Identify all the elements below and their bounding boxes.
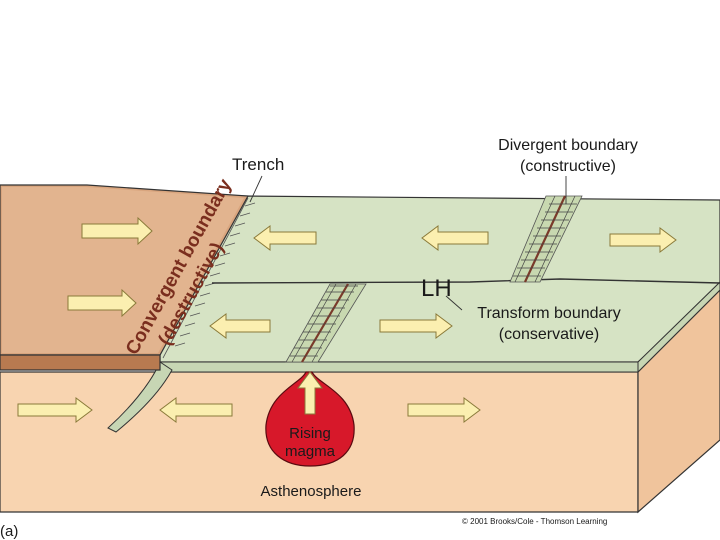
label-divergent-line1: Divergent boundary	[498, 137, 638, 154]
arrow-green-1	[253, 225, 317, 251]
arrow-brown-2	[67, 288, 137, 318]
label-magma-line2: magma	[285, 443, 336, 460]
label-lh: LH	[421, 275, 452, 302]
subducting-slab	[107, 361, 173, 433]
figure-tag: (a)	[0, 523, 18, 540]
magma-up-arrow	[297, 371, 323, 415]
arrow-astheno-3	[407, 397, 481, 423]
leader-lines	[249, 175, 567, 311]
arrow-green-4	[609, 227, 677, 253]
ridge-segment-front	[285, 283, 367, 363]
green-plate-front-edge	[159, 361, 639, 373]
ridge-segment-back	[509, 195, 583, 283]
trench-leader	[249, 175, 263, 203]
label-trench: Trench	[232, 155, 284, 174]
arrow-green-5	[379, 313, 453, 339]
green-plate-side-edge	[637, 281, 720, 374]
plate-motion-arrows	[17, 216, 677, 423]
brown-plate-front-face	[0, 354, 161, 371]
arrow-brown-1	[81, 216, 153, 246]
label-transform-line2: (conservative)	[499, 326, 599, 343]
arrow-green-2	[421, 225, 489, 251]
arrow-astheno-2	[159, 397, 233, 423]
label-magma-line1: Rising	[289, 425, 331, 442]
label-divergent-line2: (constructive)	[520, 158, 616, 175]
transform-leader	[445, 295, 463, 311]
label-asthenosphere: Asthenosphere	[261, 483, 362, 500]
brown-plate-top-shade	[2, 187, 244, 353]
arrow-green-3	[209, 313, 271, 339]
trench-hatching	[162, 197, 256, 359]
magma-plume	[265, 371, 355, 467]
label-transform-line1: Transform boundary	[477, 305, 620, 322]
copyright-notice: © 2001 Brooks/Cole - Thomson Learning	[462, 517, 607, 526]
arrow-astheno-1	[17, 397, 93, 423]
